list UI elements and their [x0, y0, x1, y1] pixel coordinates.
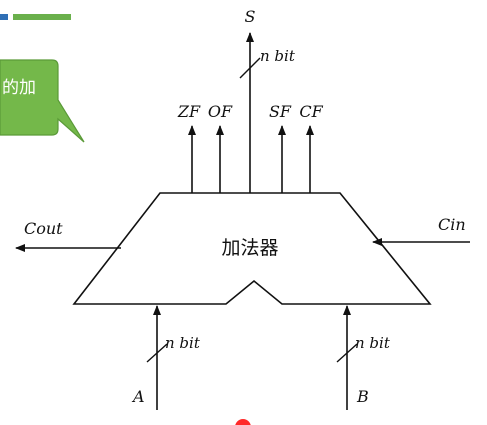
- input-a-label: A: [131, 387, 145, 406]
- header-bar-green: [13, 14, 71, 20]
- callout-bubble: 的加: [0, 59, 85, 143]
- input-b-label: B: [356, 387, 369, 406]
- input-a-width-label: n bit: [165, 334, 201, 352]
- sum-bus-slash: [239, 57, 261, 79]
- cin-label: Cin: [438, 215, 466, 234]
- sum-width-label: n bit: [260, 47, 296, 65]
- adder-body: [72, 192, 432, 305]
- sum-label: S: [245, 7, 256, 26]
- callout-text: 的加: [2, 78, 36, 98]
- adder-label: 加法器: [221, 237, 278, 259]
- input-a-bus-slash: [146, 343, 168, 363]
- input-b-width-label: n bit: [355, 334, 391, 352]
- cf-label: CF: [299, 102, 323, 121]
- cout-label: Cout: [24, 219, 63, 238]
- of-label: OF: [208, 102, 233, 121]
- header-bar-blue: [0, 14, 8, 20]
- input-b-bus-slash: [336, 343, 358, 363]
- sf-label: SF: [269, 102, 292, 121]
- laser-pointer-dot: [235, 419, 251, 425]
- zf-label: ZF: [177, 102, 201, 121]
